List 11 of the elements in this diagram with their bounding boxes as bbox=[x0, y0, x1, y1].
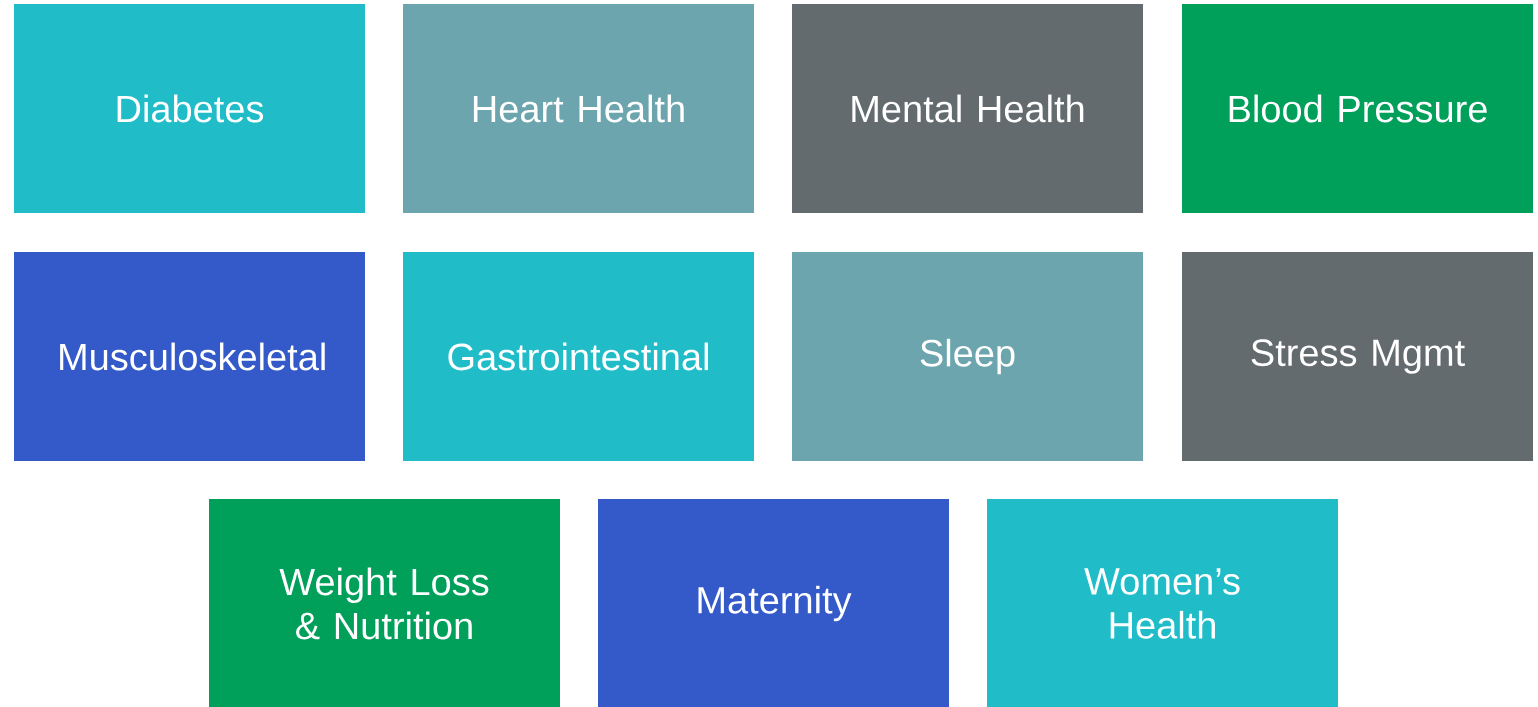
topic-box: Gastrointestinal bbox=[403, 252, 754, 461]
topic-box: Weight Loss & Nutrition bbox=[209, 499, 560, 707]
topic-box: Maternity bbox=[598, 499, 949, 707]
topic-box: Stress Mgmt bbox=[1182, 252, 1533, 461]
topic-box: Women’s Health bbox=[987, 499, 1338, 707]
topic-box: Musculoskeletal bbox=[14, 252, 365, 461]
topic-box: Blood Pressure bbox=[1182, 4, 1533, 213]
topic-box: Sleep bbox=[792, 252, 1143, 461]
topic-box: Mental Health bbox=[792, 4, 1143, 213]
topic-box: Diabetes bbox=[14, 4, 365, 213]
topic-box: Heart Health bbox=[403, 4, 754, 213]
